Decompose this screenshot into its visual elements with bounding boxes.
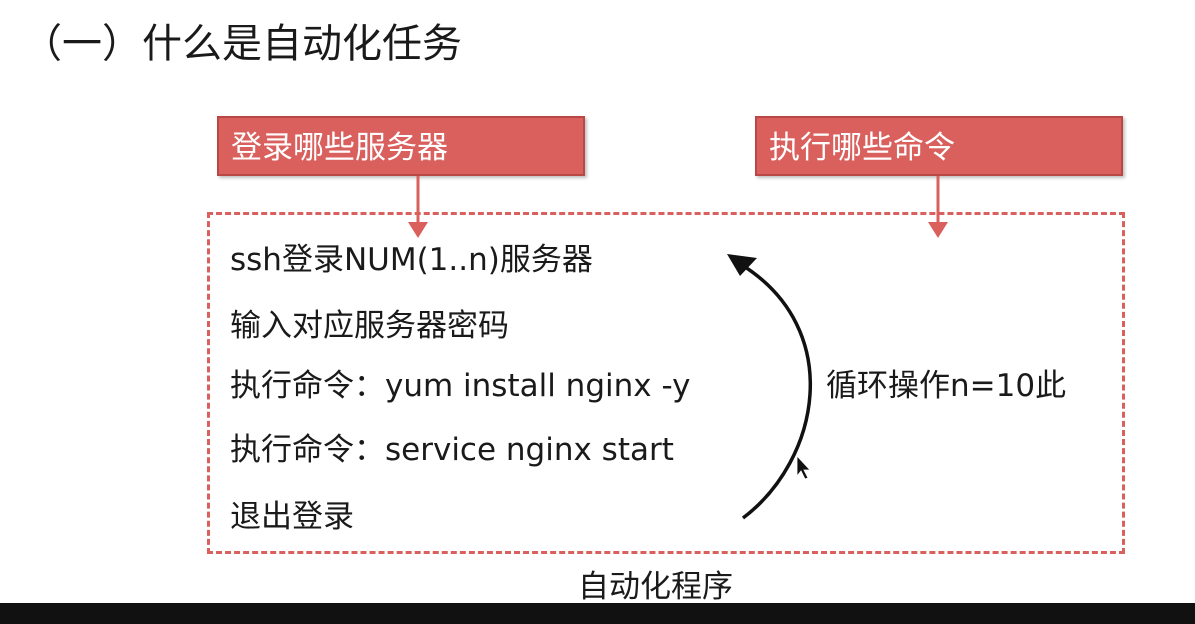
label-commands: 执行哪些命令 (755, 116, 1123, 176)
step-service-start: 执行命令：service nginx start (230, 432, 674, 468)
step-logout: 退出登录 (230, 499, 354, 535)
step-enter-password: 输入对应服务器密码 (230, 308, 509, 344)
automation-program-frame (207, 212, 1125, 554)
label-servers: 登录哪些服务器 (217, 116, 585, 176)
step-yum-install: 执行命令：yum install nginx -y (230, 368, 691, 404)
loop-label: 循环操作n=10此 (826, 368, 1067, 404)
page-title: （一）什么是自动化任务 (22, 21, 462, 67)
frame-caption: 自动化程序 (578, 569, 733, 605)
bottom-bar (0, 603, 1195, 624)
step-ssh-login: ssh登录NUM(1..n)服务器 (230, 242, 593, 278)
